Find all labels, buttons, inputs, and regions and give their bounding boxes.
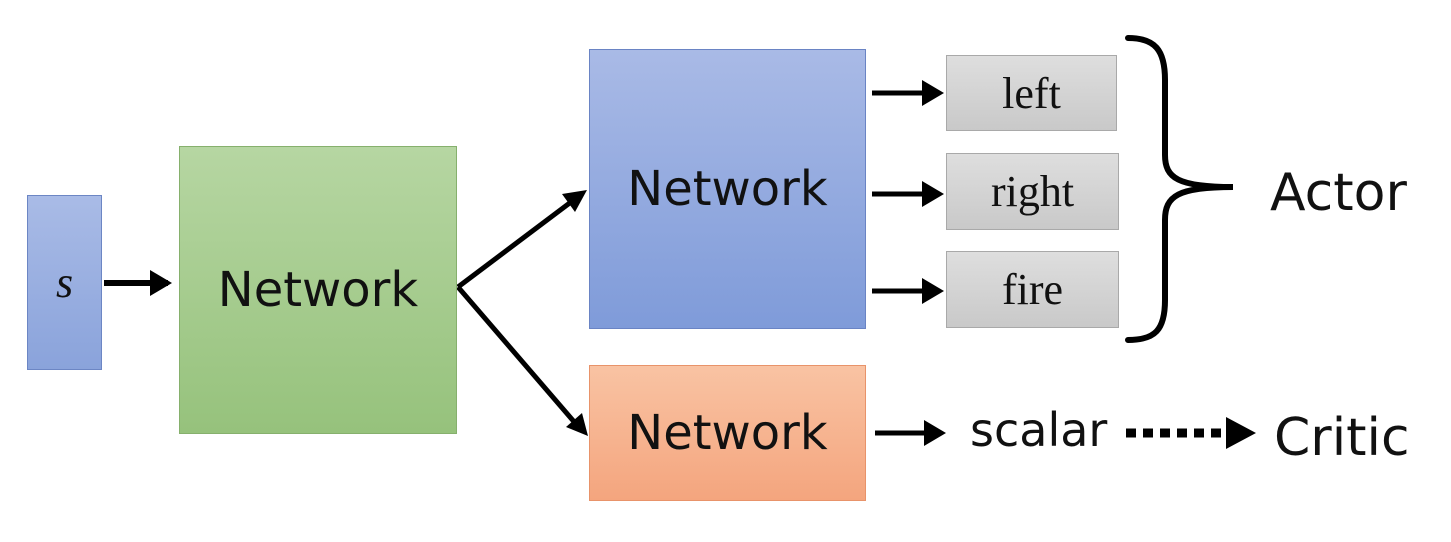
critic-network-label: Network — [627, 405, 828, 461]
action-box-right: right — [946, 153, 1119, 230]
shared-network-label: Network — [217, 262, 419, 318]
action-label-right: right — [990, 167, 1075, 216]
arrowhead-input — [150, 270, 172, 296]
critic-group-label: Critic — [1274, 408, 1410, 468]
action-label-fire: fire — [1001, 265, 1064, 314]
arrowhead-right — [922, 181, 944, 207]
input-state-label: s — [55, 258, 74, 307]
arrow-shared-to-actor — [456, 197, 577, 289]
input-state-box: s — [27, 195, 102, 370]
actor-group-label: Actor — [1270, 163, 1407, 223]
action-box-fire: fire — [946, 251, 1119, 328]
arrowhead-critic-label — [1226, 417, 1256, 449]
arrowhead-fire — [922, 278, 944, 304]
actor-brace — [1125, 35, 1234, 343]
shared-network-box: Network — [179, 146, 457, 434]
arrowhead-actor — [562, 190, 587, 212]
actor-network-box: Network — [589, 49, 866, 329]
arrow-shared-to-critic — [456, 285, 578, 426]
critic-network-box: Network — [589, 365, 866, 501]
arrowhead-left — [922, 80, 944, 106]
action-box-left: left — [946, 55, 1117, 131]
scalar-label: scalar — [970, 403, 1108, 457]
action-label-left: left — [1002, 68, 1061, 118]
arrowhead-scalar — [924, 420, 946, 446]
arrowhead-critic — [566, 413, 588, 436]
actor-network-label: Network — [627, 161, 828, 217]
